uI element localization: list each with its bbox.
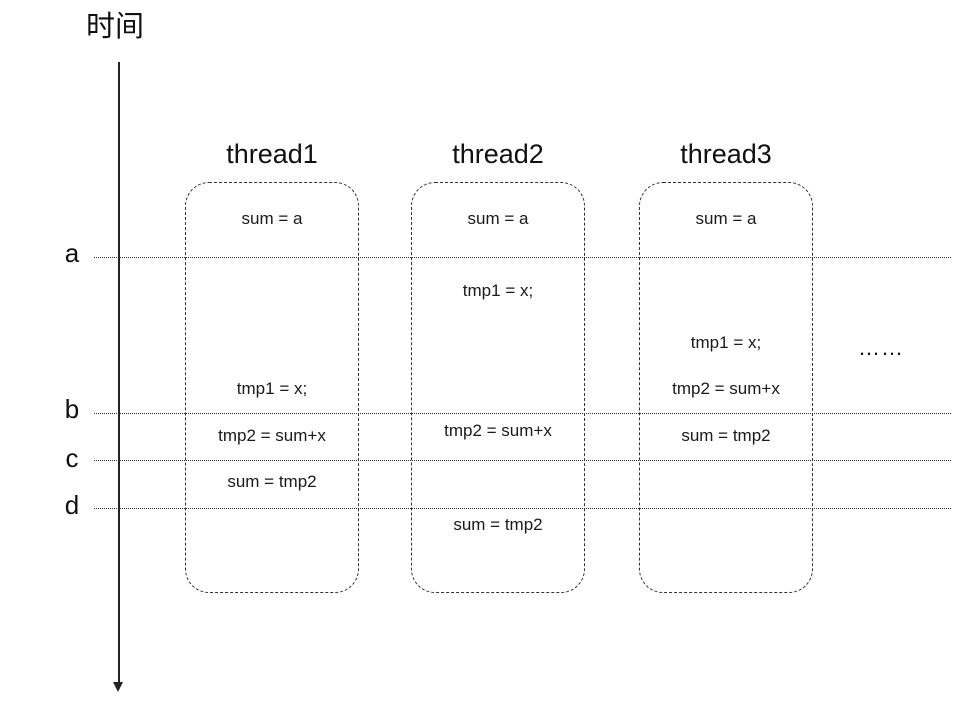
- thread1-stmt-sum-assign-tmp2: sum = tmp2: [227, 472, 317, 491]
- thread1-stmt-sum-assign-a: sum = a: [241, 209, 303, 228]
- thread3-stmt-tmp2-assign: tmp2 = sum+x: [672, 379, 780, 398]
- time-marker-d-line: [94, 508, 951, 509]
- thread3-stmt-sum-assign-tmp2: sum = tmp2: [681, 426, 771, 445]
- time-marker-c-label: c: [65, 443, 79, 473]
- time-axis-arrow-icon: [113, 682, 123, 692]
- more-threads-ellipsis: ……: [858, 335, 904, 360]
- thread1-title: thread1: [226, 139, 318, 169]
- thread2-stmt-tmp2-assign: tmp2 = sum+x: [444, 421, 552, 440]
- thread3-box: [639, 182, 813, 593]
- thread1-stmt-tmp2-assign: tmp2 = sum+x: [218, 426, 326, 445]
- time-marker-a-label: a: [64, 238, 80, 268]
- thread2-title: thread2: [452, 139, 544, 169]
- thread2-stmt-sum-assign-a: sum = a: [467, 209, 529, 228]
- time-marker-b-label: b: [64, 394, 80, 424]
- time-marker-d-label: d: [64, 490, 80, 520]
- thread3-stmt-sum-assign-a: sum = a: [695, 209, 757, 228]
- time-axis-title: 时间: [86, 9, 145, 43]
- thread2-box: [411, 182, 585, 593]
- thread3-stmt-tmp1-assign: tmp1 = x;: [690, 333, 762, 352]
- thread1-stmt-tmp1-assign: tmp1 = x;: [236, 379, 308, 398]
- time-marker-c-line: [94, 460, 951, 461]
- thread2-stmt-tmp1-assign: tmp1 = x;: [462, 281, 534, 300]
- time-axis-line: [118, 62, 120, 682]
- thread2-stmt-sum-assign-tmp2: sum = tmp2: [453, 515, 543, 534]
- thread1-box: [185, 182, 359, 593]
- thread3-title: thread3: [680, 139, 772, 169]
- time-marker-a-line: [94, 257, 951, 258]
- time-marker-b-line: [94, 413, 951, 414]
